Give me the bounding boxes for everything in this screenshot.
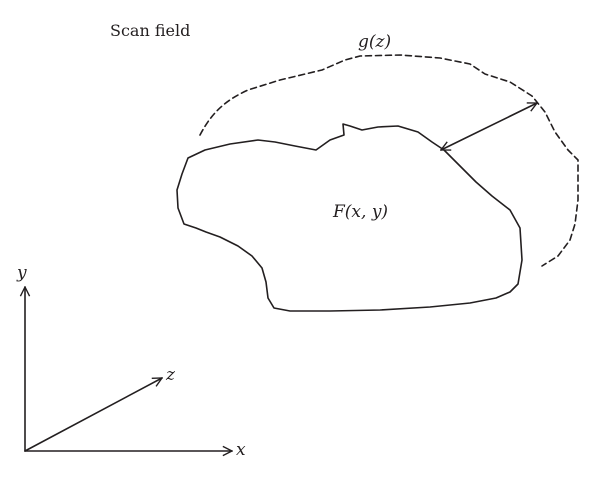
y-axis-label: y	[16, 263, 27, 283]
distance-arrow	[441, 102, 537, 151]
g-z-contour	[199, 54, 579, 267]
scan-field-label: Scan field	[110, 21, 190, 40]
z-axis-label: z	[165, 365, 176, 385]
f-xy-contour	[176, 123, 523, 312]
f-xy-label: F(x, y)	[332, 202, 388, 222]
z-axis-line	[24, 377, 162, 452]
x-axis-label: x	[236, 440, 246, 460]
g-z-label: g(z)	[358, 32, 391, 52]
